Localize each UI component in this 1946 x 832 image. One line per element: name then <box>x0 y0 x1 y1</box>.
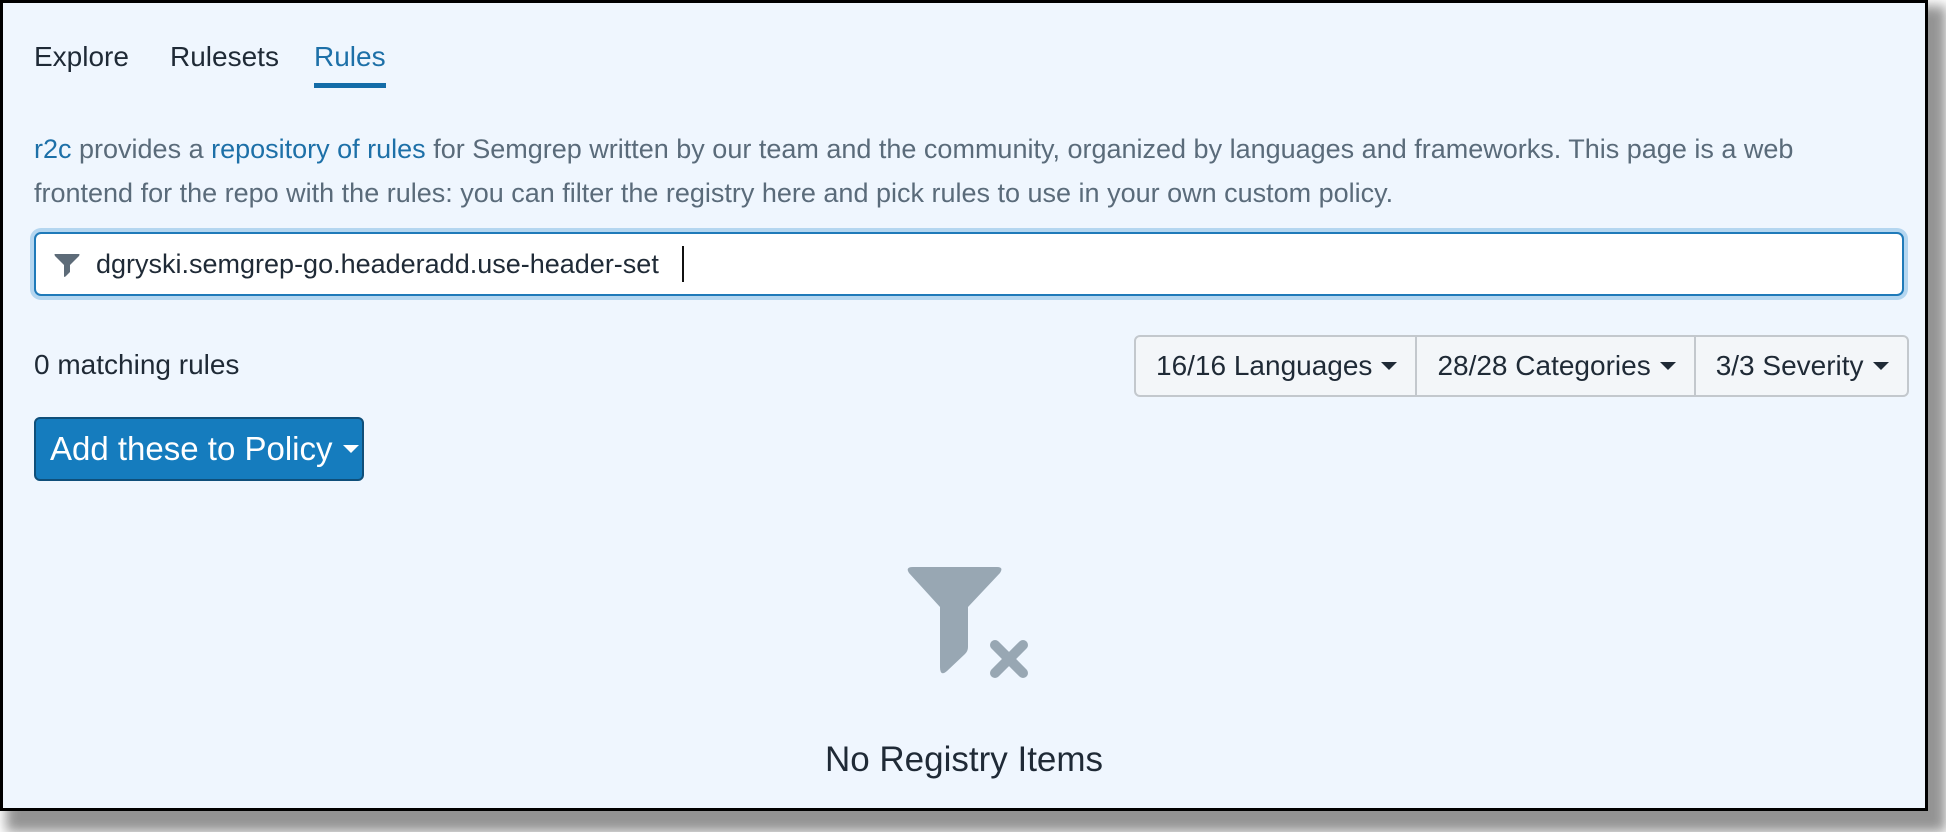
caret-down-icon <box>1872 362 1889 370</box>
dropdown-label: 28/28 Categories <box>1437 350 1651 381</box>
rules-registry-page: Explore Rulesets Rules r2c provides a re… <box>0 0 1928 811</box>
languages-dropdown[interactable]: 16/16 Languages <box>1136 337 1415 395</box>
repository-link[interactable]: repository of rules <box>211 134 426 164</box>
tab-explore[interactable]: Explore <box>34 39 129 75</box>
dropdown-label: 3/3 Severity <box>1715 350 1864 381</box>
categories-dropdown[interactable]: 28/28 Categories <box>1415 337 1693 395</box>
filter-clear-icon <box>907 567 1028 678</box>
caret-down-icon <box>1659 362 1676 370</box>
tab-label: Explore <box>34 41 129 72</box>
button-label: Add these to Policy <box>50 430 333 467</box>
filter-input[interactable] <box>96 242 1886 286</box>
filter-dropdown-group: 16/16 Languages 28/28 Categories 3/3 Sev… <box>1134 335 1909 397</box>
r2c-link[interactable]: r2c <box>34 134 72 164</box>
severity-dropdown[interactable]: 3/3 Severity <box>1693 337 1907 395</box>
caret-down-icon <box>342 445 359 453</box>
rule-filter-search[interactable] <box>34 232 1904 296</box>
caret-down-icon <box>1381 362 1398 370</box>
tab-rulesets[interactable]: Rulesets <box>170 39 279 75</box>
text-cursor <box>682 246 684 282</box>
add-to-policy-button[interactable]: Add these to Policy <box>34 417 364 481</box>
tab-label: Rulesets <box>170 41 279 72</box>
page-description: r2c provides a repository of rules for S… <box>34 127 1894 215</box>
description-text: provides a <box>71 134 212 164</box>
matching-rules-count: 0 matching rules <box>34 349 240 380</box>
tab-rules[interactable]: Rules <box>314 39 386 88</box>
empty-state-message: No Registry Items <box>824 740 1104 779</box>
dropdown-label: 16/16 Languages <box>1156 350 1373 381</box>
tab-label: Rules <box>314 41 386 72</box>
active-tab-indicator <box>314 83 386 88</box>
description-text: for Semgrep written by our team and the … <box>34 134 1794 208</box>
filter-icon <box>54 254 80 277</box>
